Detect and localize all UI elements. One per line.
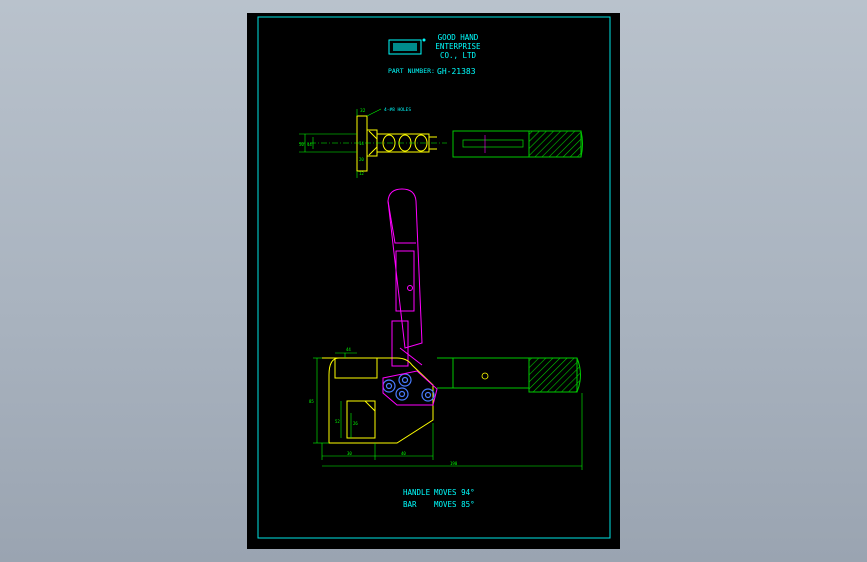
top-dim-12: 12 [359,171,364,176]
border-frame [257,16,611,539]
front-dim-40: 40 [401,451,406,456]
top-dim-50: 50 [299,142,304,147]
bar-note-label: BAR [403,500,417,509]
front-dim-52: 52 [335,419,340,424]
open-handle [387,188,423,367]
company-logo [388,38,426,55]
front-view: 44 85 52 26 30 40 190 [309,188,583,470]
part-number-label: PART NUMBER: [388,67,435,75]
top-dim-20: 20 [359,157,364,162]
top-hole-note: 4-#8 HOLES [384,107,411,113]
top-dim-44: 44 [307,142,312,147]
bar-note-text: MOVES 85° [434,500,475,509]
company-name-line1: GOOD HAND [438,33,479,42]
link-pins [382,373,435,402]
front-dim-85: 85 [309,399,314,404]
front-dim-26: 26 [353,421,358,426]
company-name-line3: CO., LTD [440,51,477,60]
front-dim-190: 190 [450,461,458,466]
drawing-sheet: GOOD HAND ENTERPRISE CO., LTD PART NUMBE… [247,13,620,549]
company-name-line2: ENTERPRISE [435,42,481,51]
front-handle-grip [528,357,578,393]
front-dim-44: 44 [346,347,351,352]
part-number-value: GH-21383 [437,67,476,76]
motion-notes: HANDLE MOVES 94° BAR MOVES 85° [403,488,475,509]
top-dim-32: 32 [360,108,366,114]
title-block: GOOD HAND ENTERPRISE CO., LTD PART NUMBE… [388,33,481,76]
drawing-canvas: GOOD HAND ENTERPRISE CO., LTD PART NUMBE… [257,16,611,539]
top-dim-14: 14 [359,141,364,146]
top-handle-grip [528,130,582,158]
clamp-base [322,357,434,444]
handle-note-label: HANDLE [403,488,431,497]
top-view: 4-#8 HOLES 32 50 44 14 20 12 [299,107,583,178]
handle-note-text: MOVES 94° [434,488,475,497]
front-dim-30: 30 [347,451,352,456]
